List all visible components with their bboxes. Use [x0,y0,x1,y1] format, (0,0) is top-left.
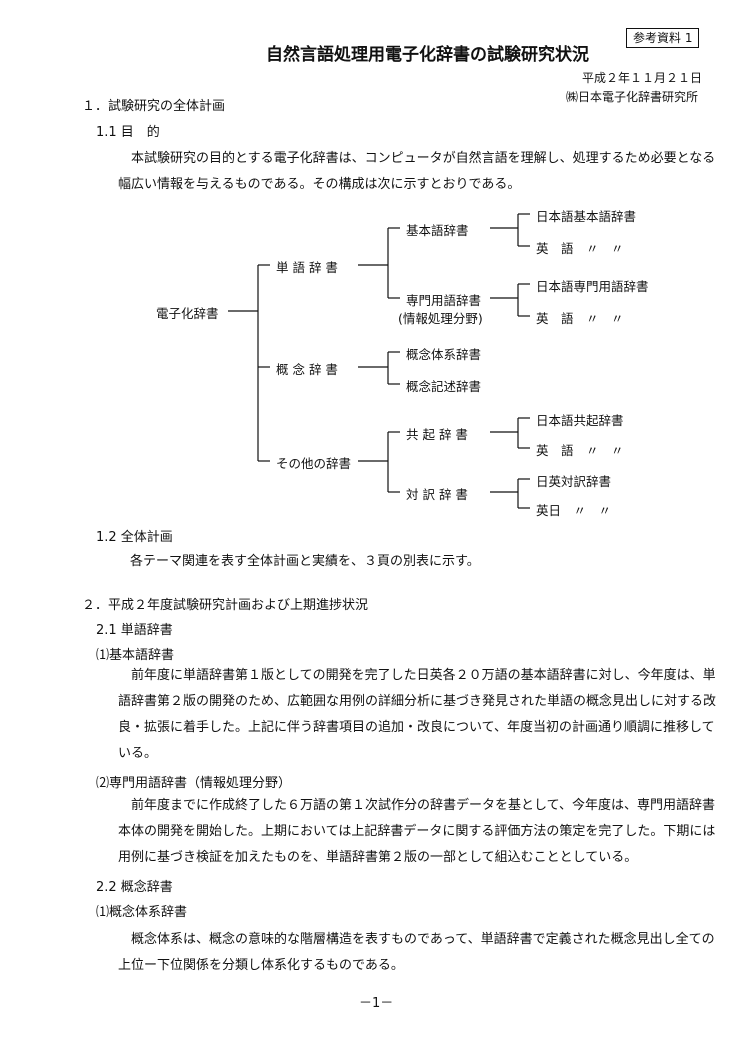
section-2-1-heading: 2.1 単語辞書 [96,623,173,638]
section-2-1-2-body: 前年度までに作成終了した６万語の第１次試作分の辞書データを基として、今年度は、専… [118,798,716,865]
tree-jp-en-bilingual: 日英対訳辞書 [536,474,612,489]
document-organization: ㈱日本電子化辞書研究所 [566,90,699,104]
reference-stamp: 参考資料 1 [626,28,700,48]
tree-en-basic: 英 語 〃 〃 [536,241,624,256]
section-1-1-heading: 1.1 目 的 [96,125,160,140]
section-2-1-1-heading: ⑴基本語辞書 [96,648,175,663]
section-2-2-1-heading: ⑴概念体系辞書 [96,905,188,920]
tree-concept-dict: 概 念 辞 書 [276,362,338,377]
tree-basic-dict: 基本語辞書 [406,223,469,238]
tree-other-dict: その他の辞書 [276,456,352,471]
section-2-2-1-body: 概念体系は、概念の意味的な階層構造を表すものであって、単語辞書で定義された概念見… [118,932,715,973]
tree-cooc-dict: 共 起 辞 書 [406,427,468,442]
tree-jp-tech: 日本語専門用語辞書 [536,279,649,294]
tree-en-cooc: 英 語 〃 〃 [536,443,624,458]
tree-jp-cooc: 日本語共起辞書 [536,413,624,428]
tree-en-tech: 英 語 〃 〃 [536,311,624,326]
page-number: －1－ [359,996,394,1011]
tree-root-label: 電子化辞書 [156,306,219,321]
document-title: 自然言語処理用電子化辞書の試験研究状況 [266,45,589,65]
tree-jp-basic: 日本語基本語辞書 [536,209,637,224]
tree-bilingual-dict: 対 訳 辞 書 [406,487,468,502]
document-date: 平成２年１１月２１日 [582,71,703,85]
section-1-2-body: 各テーマ関連を表す全体計画と実績を、３頁の別表に示す。 [130,554,480,569]
tree-tech-dict-sub: (情報処理分野) [398,311,483,326]
section-2-heading: ２．平成２年度試験研究計画および上期進捗状況 [82,598,369,613]
tree-word-dict: 単 語 辞 書 [276,260,338,275]
section-1-1-body: 本試験研究の目的とする電子化辞書は、コンピュータが自然言語を理解し、処理するため… [118,151,716,192]
section-2-2-heading: 2.2 概念辞書 [96,880,173,895]
section-1-heading: １．試験研究の全体計画 [82,99,226,114]
tree-en-jp-bilingual: 英日 〃 〃 [536,503,612,518]
tree-concept-system: 概念体系辞書 [406,347,482,362]
tree-concept-desc: 概念記述辞書 [406,379,482,394]
section-2-1-1-body: 前年度に単語辞書第１版としての開発を完了した日英各２０万語の基本語辞書に対し、今… [118,668,717,761]
tree-tech-dict: 専門用語辞書 [406,293,482,308]
section-2-1-2-heading: ⑵専門用語辞書（情報処理分野） [96,776,292,791]
section-1-2-heading: 1.2 全体計画 [96,530,173,545]
